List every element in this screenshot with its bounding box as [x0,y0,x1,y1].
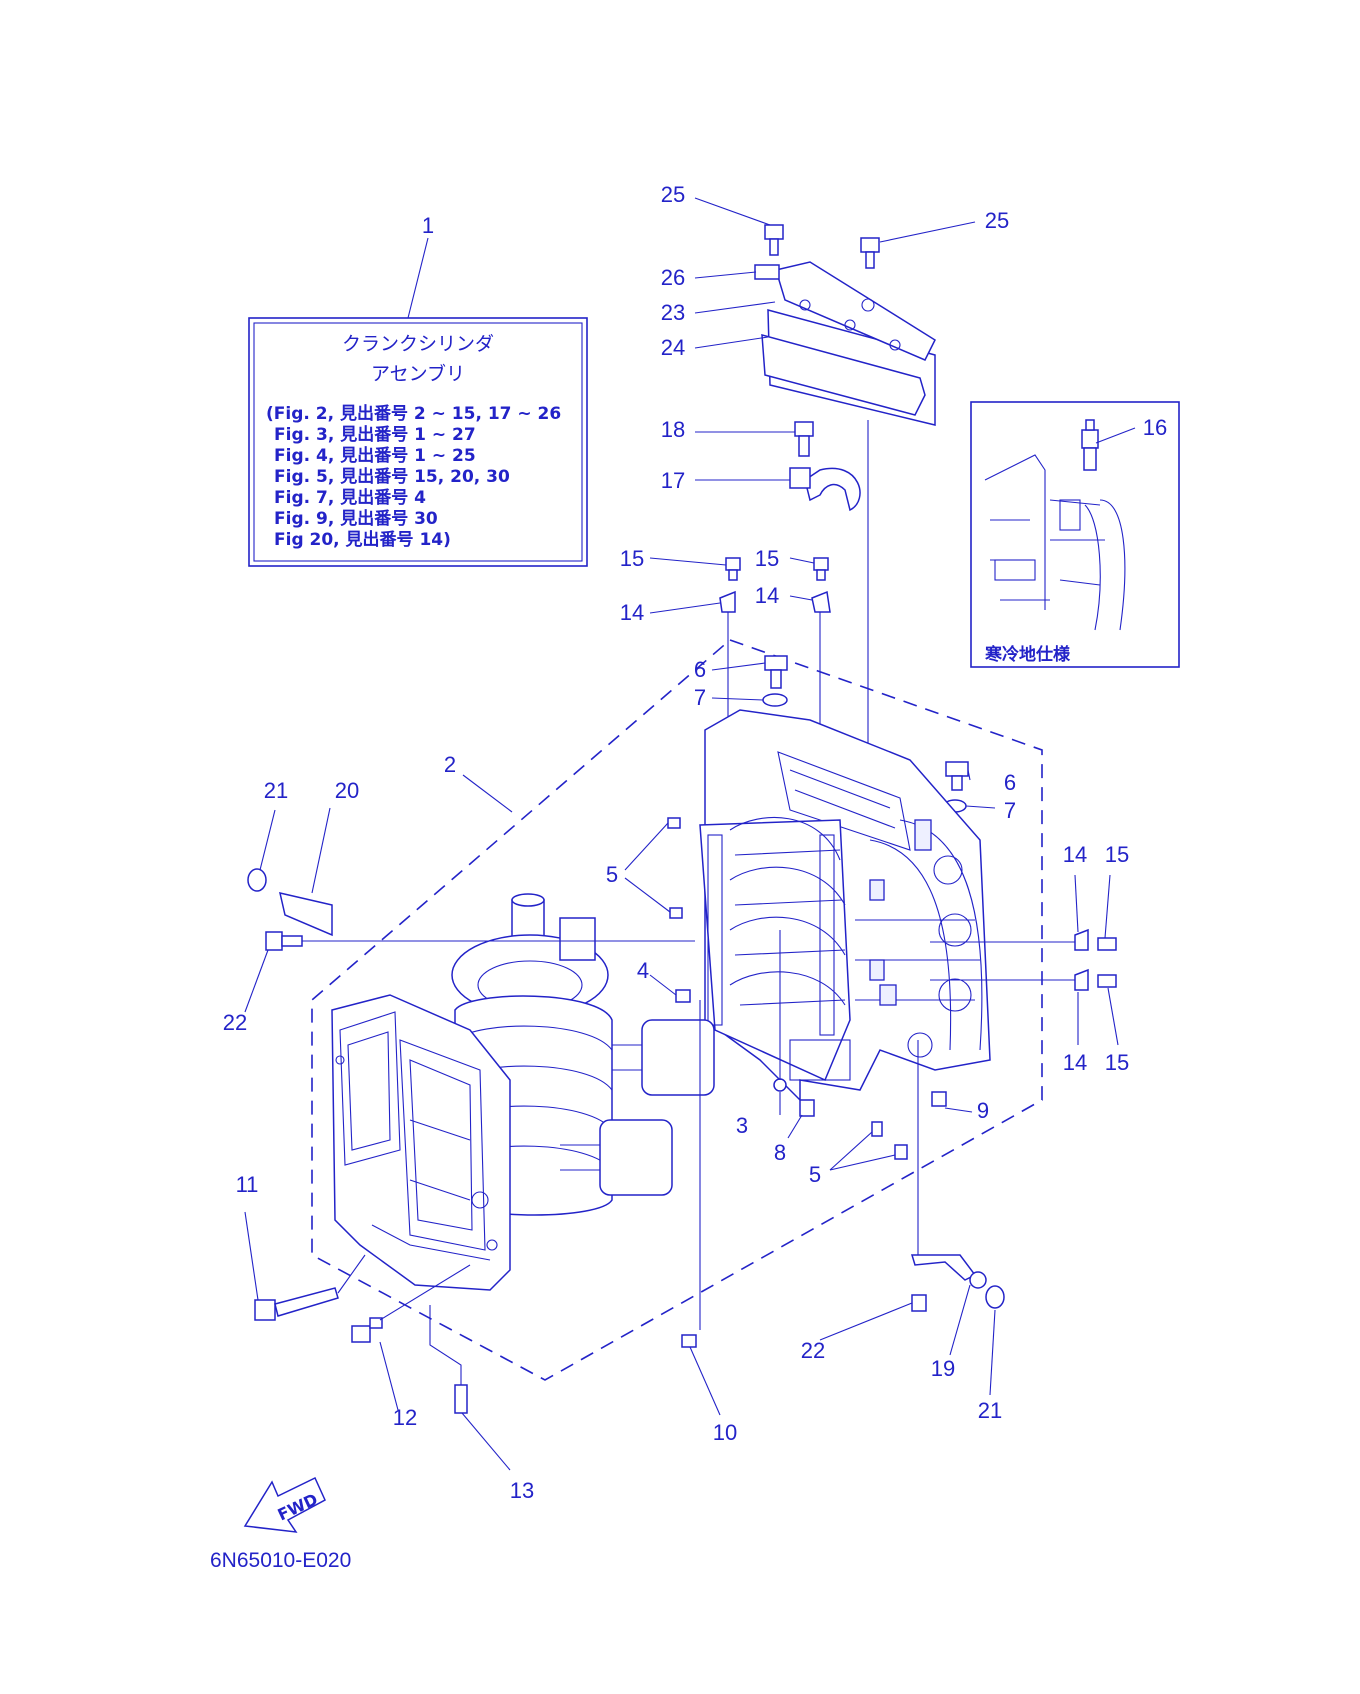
callout-18: 18 [661,417,685,442]
callout-14: 14 [1063,1050,1087,1075]
inset-cold-climate: 16 寒冷地仕様 [970,401,1180,668]
clips-top [719,420,869,760]
fig-ref-line: Fig. 5, 見出番号 15, 20, 30 [274,466,510,487]
callout-25: 25 [985,208,1009,233]
drawing-code: 6N65010-E020 [210,1549,351,1572]
fig-ref-line: Fig 20, 見出番号 14) [274,529,451,550]
assembly-title-line2: アセンブリ [371,362,465,385]
callout-12: 12 [393,1405,417,1430]
leader-lines [244,197,1119,1471]
callout-24: 24 [661,335,685,360]
callout-17: 17 [661,468,685,493]
fig-ref-line: Fig. 7, 見出番号 4 [274,487,426,508]
cylinder-cover [754,224,936,426]
callout-4: 4 [637,958,649,983]
callout-8: 8 [774,1140,786,1165]
callout-13: 13 [510,1478,534,1503]
callout-15: 15 [755,546,779,571]
assembly-reference-box: クランクシリンダ アセンブリ (Fig. 2, 見出番号 2 ~ 15, 17 … [248,213,588,567]
callout-labels: 25 25 26 23 24 18 17 15 15 14 14 6 7 6 7… [223,182,1129,1503]
callout-7: 7 [1004,798,1016,823]
callout-7: 7 [694,685,706,710]
callout-14: 14 [755,583,779,608]
fig-ref-line: (Fig. 2, 見出番号 2 ~ 15, 17 ~ 26 [266,403,561,424]
callout-14: 14 [620,600,644,625]
callout-9: 9 [977,1098,989,1123]
callout-20: 20 [335,778,359,803]
callout-23: 23 [661,300,685,325]
callout-15: 15 [620,546,644,571]
callout-5: 5 [606,862,618,887]
callout-25: 25 [661,182,685,207]
fig-ref-line: Fig. 9, 見出番号 30 [274,508,438,529]
callout-14: 14 [1063,842,1087,867]
bracket-17 [789,421,861,512]
callout-21: 21 [978,1398,1002,1423]
callout-19: 19 [931,1356,955,1381]
assembly-title-line1: クランクシリンダ [342,333,494,355]
small-parts [247,817,1117,1414]
callout-2: 2 [444,752,456,777]
fig-ref-line: Fig. 3, 見出番号 1 ~ 27 [274,424,476,445]
fwd-arrow-icon: FWD [243,1476,326,1533]
callout-10: 10 [713,1420,737,1445]
callout-26: 26 [661,265,685,290]
crankcase-front [331,994,511,1291]
callout-3: 3 [736,1113,748,1138]
callout-15: 15 [1105,1050,1129,1075]
callout-16: 16 [1143,415,1167,440]
callout-6: 6 [1004,770,1016,795]
callout-1: 1 [422,213,434,238]
callout-15: 15 [1105,842,1129,867]
callout-5: 5 [809,1162,821,1187]
cylinder-block [699,709,991,1102]
callout-22: 22 [801,1338,825,1363]
fig-ref-line: Fig. 4, 見出番号 1 ~ 25 [274,445,476,466]
callout-21: 21 [264,778,288,803]
callout-11: 11 [236,1172,259,1197]
assembly-boundary [311,639,1043,1381]
inset-caption: 寒冷地仕様 [985,644,1071,665]
crankshaft-pistons [451,893,715,1216]
callout-22: 22 [223,1010,247,1035]
callout-6: 6 [694,657,706,682]
